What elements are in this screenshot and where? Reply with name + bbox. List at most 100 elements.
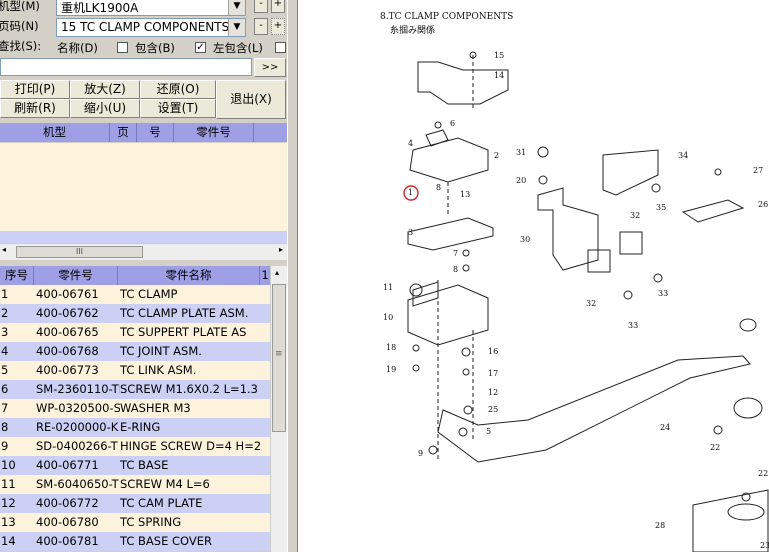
callout-label[interactable]: 34 (678, 151, 688, 160)
callout-label[interactable]: 9 (418, 449, 423, 458)
refresh-button[interactable]: 刷新(R) (0, 99, 70, 118)
callout-label[interactable]: 18 (386, 343, 396, 352)
zoom-out-button[interactable]: 缩小(U) (70, 99, 140, 118)
callout-label[interactable]: 24 (660, 423, 670, 432)
callout-label[interactable]: 8 (436, 183, 441, 192)
callout-label[interactable]: 13 (460, 190, 470, 199)
callout-label[interactable]: 35 (656, 203, 666, 212)
callout-label[interactable]: 33 (628, 321, 638, 330)
vertical-scroll-thumb[interactable]: ≡ (272, 284, 286, 432)
col-number[interactable]: 号 (137, 123, 174, 142)
exit-button[interactable]: 退出(X) (216, 80, 286, 119)
pageno-combo[interactable]: 15 TC CLAMP COMPONENTS ▼ (56, 18, 246, 37)
pageno-plus-button[interactable]: + (271, 18, 285, 35)
model-plus-button[interactable]: + (271, 0, 285, 13)
leftcontains-checkbox[interactable]: ✓ (195, 42, 206, 53)
callout-label[interactable]: 10 (383, 313, 393, 322)
col-model[interactable]: 机型 (0, 123, 110, 142)
callout-label[interactable]: 17 (488, 369, 498, 378)
callout-label[interactable]: 26 (758, 200, 768, 209)
model-label: 机型(M) (0, 0, 40, 13)
callout-label[interactable]: 16 (488, 347, 498, 356)
callout-label[interactable]: 25 (488, 405, 498, 414)
col-part-name[interactable]: 零件名称 (118, 266, 260, 285)
callout-label[interactable]: 8 (453, 265, 458, 274)
chevron-down-icon[interactable]: ▼ (228, 19, 245, 36)
settings-button[interactable]: 设置(T) (140, 99, 216, 118)
callout-label[interactable]: 32 (586, 299, 596, 308)
col-partno[interactable]: 零件号 (174, 123, 254, 142)
model-value: 重机LK1900A (61, 1, 139, 15)
row-part-name: TC BASE (120, 458, 169, 472)
col-qty[interactable]: 1 (261, 268, 269, 282)
contains-checkbox[interactable] (117, 42, 128, 53)
callout-label[interactable]: 7 (453, 249, 458, 258)
horizontal-scrollbar[interactable]: ◂ III ▸ (0, 243, 287, 260)
vertical-scrollbar[interactable]: ▴ ≡ (270, 266, 287, 552)
col-seq[interactable]: 序号 (0, 266, 34, 285)
model-minus-button[interactable]: - (254, 0, 268, 13)
callout-label[interactable]: 15 (494, 51, 504, 60)
callout-label[interactable]: 20 (516, 176, 526, 185)
row-number: 7 (1, 401, 9, 415)
callout-label[interactable]: 2 (494, 151, 499, 160)
callout-label[interactable]: 14 (494, 71, 504, 80)
callout-label[interactable]: 6 (450, 119, 455, 128)
callout-label[interactable]: 30 (520, 235, 530, 244)
row-part-name: WASHER M3 (120, 401, 191, 415)
search-input[interactable] (0, 58, 252, 76)
callout-label[interactable]: 23 (760, 541, 769, 550)
col-part-number[interactable]: 零件号 (34, 266, 118, 285)
callout-label[interactable]: 3 (408, 228, 413, 237)
callout-label[interactable]: 27 (753, 166, 763, 175)
extra-checkbox[interactable] (275, 42, 286, 53)
top-table-body (0, 143, 287, 231)
callout-label[interactable]: 4 (408, 139, 413, 148)
more-button[interactable]: >> (254, 58, 286, 77)
scroll-right-icon[interactable]: ▸ (278, 245, 283, 254)
row-number: 8 (1, 420, 9, 434)
horizontal-scroll-thumb[interactable]: III (16, 246, 143, 258)
callout-label[interactable]: 19 (386, 365, 396, 374)
row-number: 14 (1, 534, 16, 548)
restore-button[interactable]: 还原(O) (140, 80, 216, 99)
splitter[interactable] (287, 0, 298, 552)
model-combo[interactable]: 重机LK1900A ▼ (56, 0, 246, 16)
callout-label[interactable]: 33 (658, 289, 668, 298)
callout-label[interactable]: 28 (655, 521, 665, 530)
callout-label[interactable]: 12 (488, 388, 498, 397)
search-label: 查找(S): (0, 39, 42, 53)
top-table-header: 机型 页 号 零件号 (0, 123, 287, 142)
zoom-in-button[interactable]: 放大(Z) (70, 80, 140, 99)
pageno-minus-button[interactable]: - (254, 18, 268, 35)
callout-label[interactable]: 32 (630, 211, 640, 220)
scroll-left-icon[interactable]: ◂ (2, 245, 7, 254)
top-table-row[interactable] (0, 231, 287, 243)
scroll-up-icon[interactable]: ▴ (275, 268, 280, 277)
col-page[interactable]: 页 (110, 123, 137, 142)
chevron-down-icon[interactable]: ▼ (228, 0, 245, 15)
callout-label[interactable]: 11 (383, 283, 393, 292)
pageno-label: 页码(N) (0, 19, 39, 33)
callout-label[interactable]: 22 (710, 443, 720, 452)
callout-label[interactable]: 1 (408, 188, 413, 197)
print-button[interactable]: 打印(P) (0, 80, 70, 99)
callout-label[interactable]: 5 (486, 427, 491, 436)
callout-label[interactable]: 22 (758, 469, 768, 478)
callout-label[interactable]: 31 (516, 148, 526, 157)
